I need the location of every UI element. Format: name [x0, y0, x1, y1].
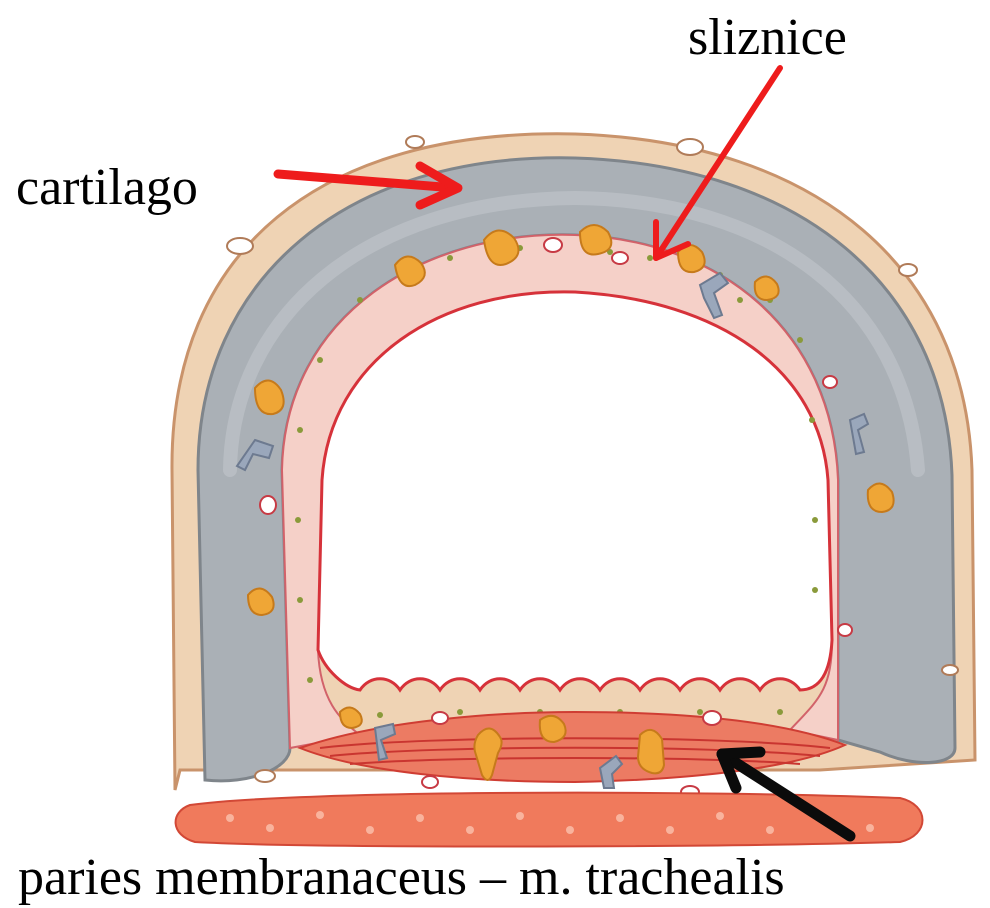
epithelium-lining — [318, 292, 832, 690]
label-paries-membranaceus: paries membranaceus – m. trachealis — [18, 852, 785, 904]
label-cartilago: cartilago — [16, 162, 198, 214]
connective-tissue-base — [176, 793, 923, 847]
label-sliznice: sliznice — [688, 12, 847, 64]
